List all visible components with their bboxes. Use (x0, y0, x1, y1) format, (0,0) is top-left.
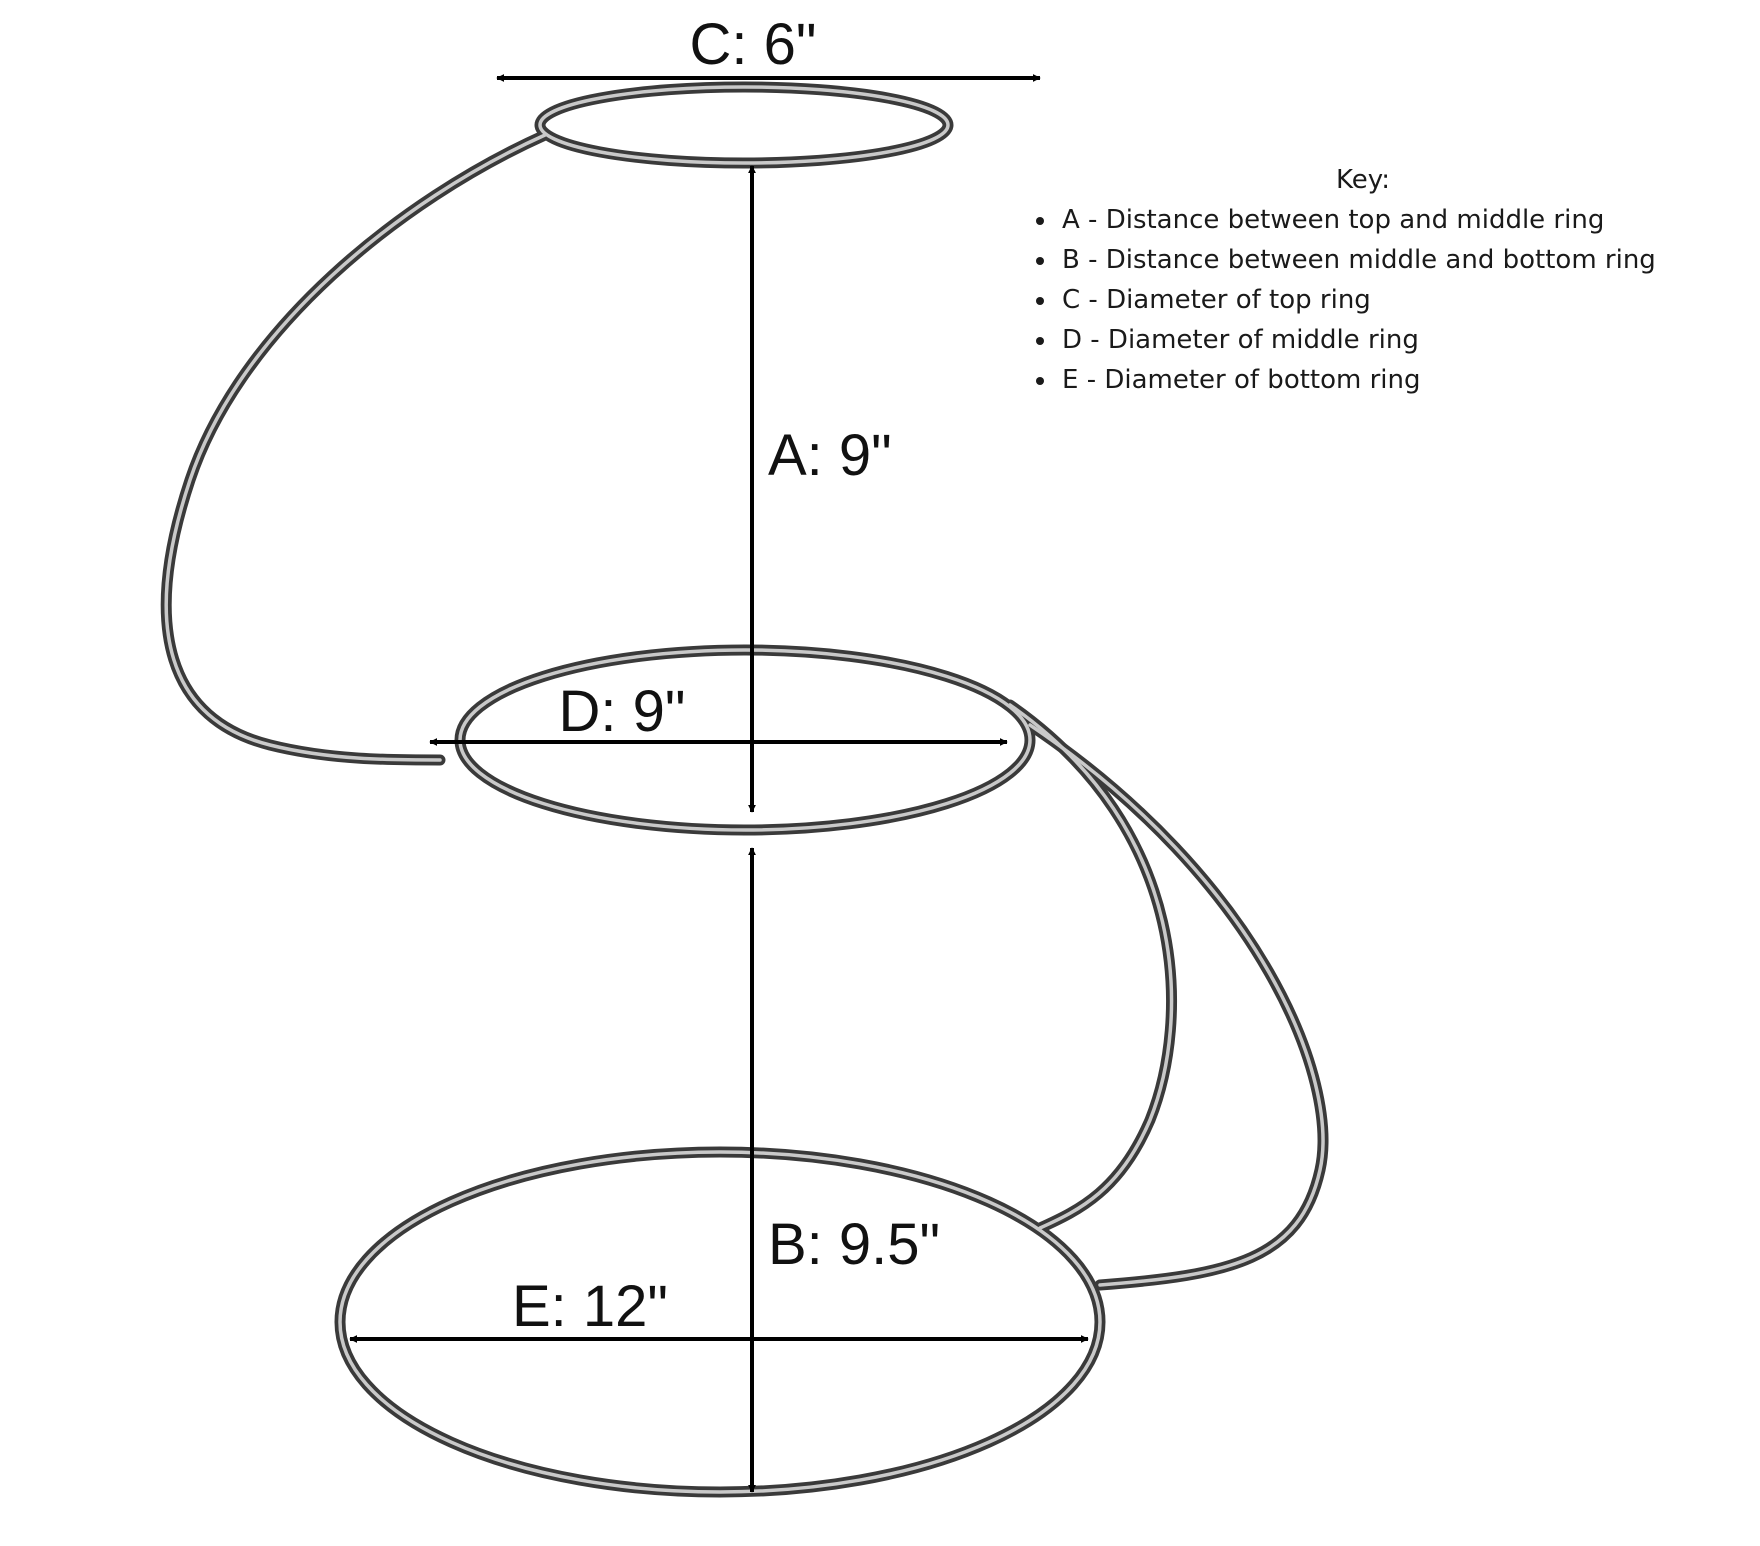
dimension-labels: C: 6" A: 9" D: 9" B: 9.5" E: 12" (512, 12, 940, 1339)
key-item-e: E - Diameter of bottom ring (1058, 360, 1738, 400)
bottom-ring (334, 1146, 1106, 1498)
dimension-c-label: C: 6" (690, 12, 817, 77)
key-title: Key: (1335, 165, 1390, 195)
bottom-ring-highlight (338, 1150, 1102, 1494)
top-ring-highlight (538, 85, 950, 165)
inner-support-arm (1004, 699, 1177, 1234)
dimension-e-label: E: 12" (512, 1274, 668, 1339)
key-item-b: B - Distance between middle and bottom r… (1058, 240, 1738, 280)
ring-stand-highlight (164, 85, 1325, 1494)
dimension-arrows (349, 74, 1089, 1493)
dimension-d-label: D: 9" (559, 679, 686, 744)
top-support-arm (160, 129, 551, 766)
dimension-a-label: A: 9" (768, 423, 892, 488)
dimension-key: Key: A - Distance between top and middle… (1018, 160, 1738, 400)
key-item-a: A - Distance between top and middle ring (1058, 200, 1738, 240)
inner-support-arm-highlight (1008, 703, 1174, 1230)
top-support-arm-highlight (164, 133, 547, 762)
key-item-c: C - Diameter of top ring (1058, 280, 1738, 320)
key-list: A - Distance between top and middle ring… (1018, 200, 1738, 400)
outer-support-arm-highlight (1028, 723, 1325, 1287)
dimension-b-label: B: 9.5" (768, 1212, 940, 1277)
key-item-d: D - Diameter of middle ring (1058, 320, 1738, 360)
